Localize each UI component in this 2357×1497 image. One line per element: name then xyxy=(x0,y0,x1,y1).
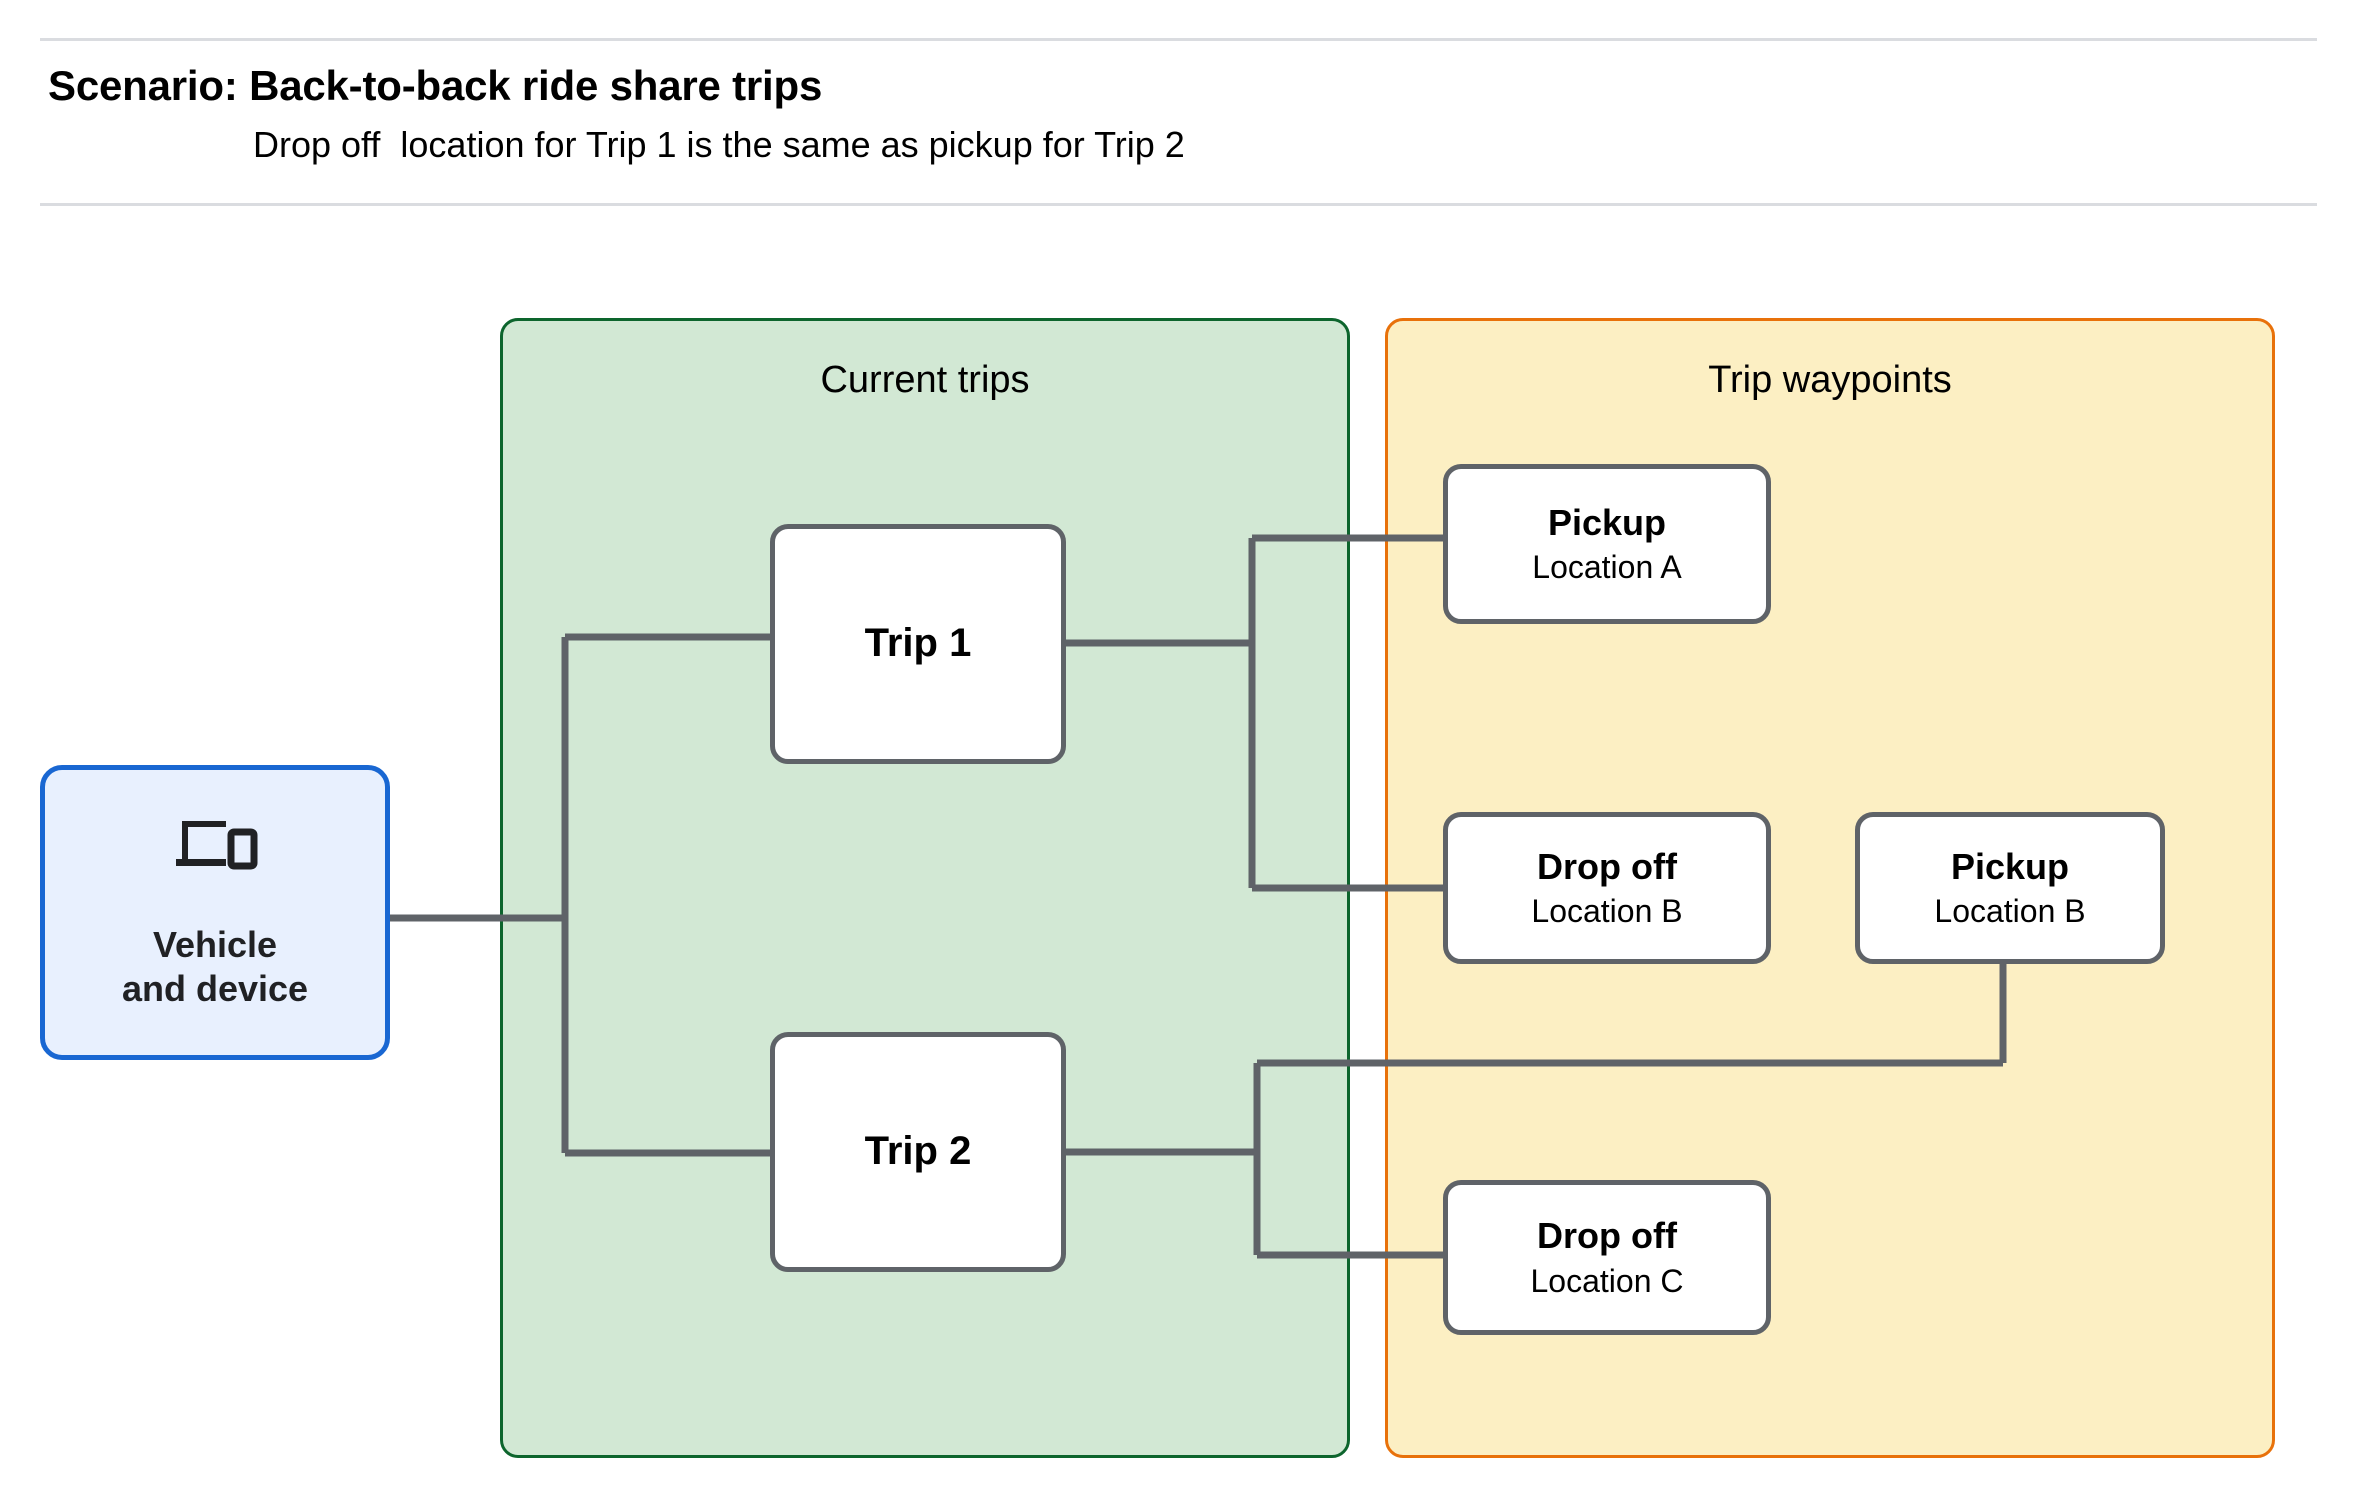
node-trip-2-label: Trip 2 xyxy=(864,1129,972,1174)
node-waypoint-pickup-a-location: Location A xyxy=(1532,549,1682,586)
devices-icon xyxy=(176,821,258,870)
group-current-trips: Current trips xyxy=(500,318,1350,1458)
node-trip-2[interactable]: Trip 2 xyxy=(770,1032,1066,1272)
node-waypoint-pickup-a[interactable]: Pickup Location A xyxy=(1443,464,1771,624)
node-waypoint-pickup-b-location: Location B xyxy=(1934,893,2086,930)
node-waypoint-pickup-b-type: Pickup xyxy=(1950,845,2070,887)
node-trip-1[interactable]: Trip 1 xyxy=(770,524,1066,764)
node-waypoint-dropoff-b[interactable]: Drop off Location B xyxy=(1443,812,1771,964)
node-waypoint-dropoff-c[interactable]: Drop off Location C xyxy=(1443,1180,1771,1335)
node-waypoint-dropoff-b-location: Location B xyxy=(1531,893,1683,930)
header-divider-bottom xyxy=(40,203,2317,206)
header-divider-top xyxy=(40,38,2317,41)
node-trip-1-label: Trip 1 xyxy=(864,621,972,666)
page-title: Scenario: Back-to-back ride share trips xyxy=(48,62,823,109)
node-waypoint-dropoff-b-type: Drop off xyxy=(1537,845,1677,887)
node-waypoint-dropoff-c-type: Drop off xyxy=(1537,1215,1677,1257)
group-trip-waypoints-title: Trip waypoints xyxy=(1708,359,1952,401)
node-waypoint-pickup-b[interactable]: Pickup Location B xyxy=(1855,812,2165,964)
node-waypoint-pickup-a-type: Pickup xyxy=(1547,501,1667,543)
group-current-trips-title: Current trips xyxy=(820,359,1030,401)
page-subtitle: Drop off location for Trip 1 is the same… xyxy=(253,124,1185,165)
node-vehicle-label: Vehicle and device xyxy=(121,924,309,1009)
node-waypoint-dropoff-c-location: Location C xyxy=(1530,1262,1684,1299)
node-vehicle-and-device[interactable]: Vehicle and device xyxy=(40,765,390,1060)
